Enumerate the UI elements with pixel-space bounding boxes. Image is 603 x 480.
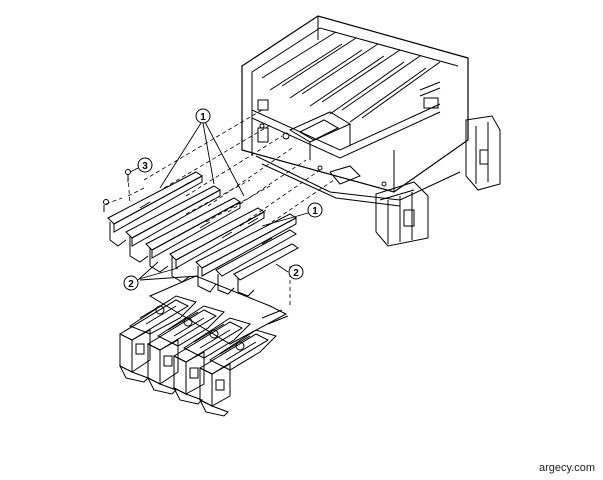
callout-2-left: 2 (128, 279, 134, 290)
watermark-text: argecy.com (538, 462, 595, 474)
cartridge-set (118, 275, 289, 417)
guide-rails (103, 169, 299, 297)
callout-circles (123, 108, 323, 291)
printer-frame (241, 15, 501, 247)
callout-1-right: 1 (312, 206, 318, 217)
callout-2-right: 2 (293, 268, 299, 279)
callout-1-top: 1 (200, 112, 206, 123)
callout-3: 3 (142, 161, 148, 172)
callout-leaders (129, 121, 309, 281)
